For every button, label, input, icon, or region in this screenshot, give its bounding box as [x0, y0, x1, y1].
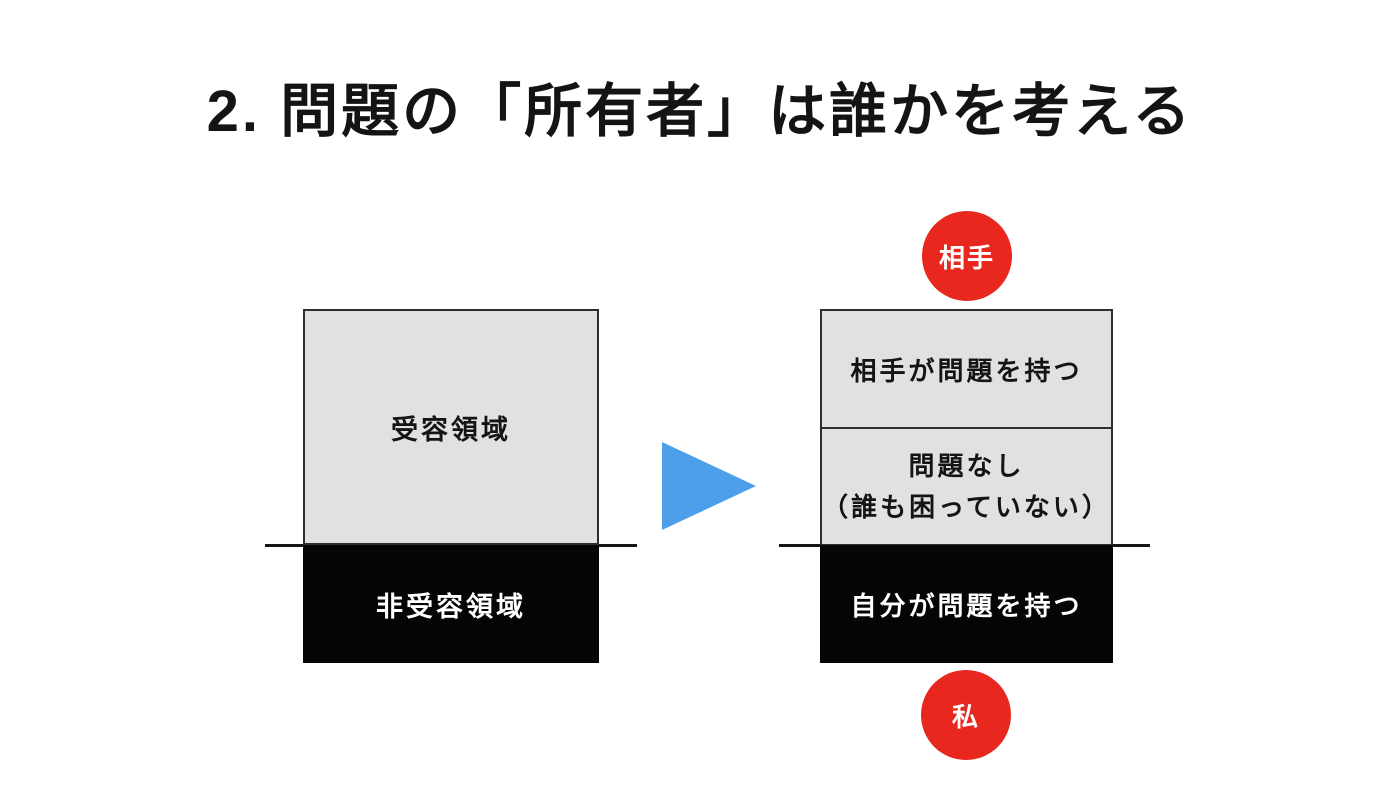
other-person-badge-label: 相手	[938, 242, 995, 273]
me-badge: 私	[921, 670, 1011, 760]
left-box-non-acceptance-label: 非受容領域	[376, 591, 526, 622]
right-box-no-problem-label-line2: （誰も困っていない）	[822, 491, 1111, 522]
right-box-self-has-problem: 自分が問題を持つ	[820, 545, 1113, 663]
right-box-no-problem: 問題なし （誰も困っていない）	[820, 427, 1113, 546]
right-box-no-problem-label-line1: 問題なし	[908, 450, 1025, 481]
right-box-self-has-problem-label: 自分が問題を持つ	[850, 590, 1083, 621]
other-person-badge: 相手	[922, 211, 1012, 301]
left-box-non-acceptance-area: 非受容領域	[303, 545, 599, 663]
slide-title: 2. 問題の「所有者」は誰かを考える	[206, 79, 1194, 144]
me-badge-label: 私	[951, 701, 980, 732]
right-box-other-has-problem-label: 相手が問題を持つ	[850, 355, 1083, 386]
right-box-other-has-problem: 相手が問題を持つ	[820, 309, 1113, 429]
right-arrow-icon	[662, 442, 756, 530]
left-box-acceptance-label: 受容領域	[391, 414, 511, 445]
left-box-acceptance-area: 受容領域	[303, 309, 599, 545]
